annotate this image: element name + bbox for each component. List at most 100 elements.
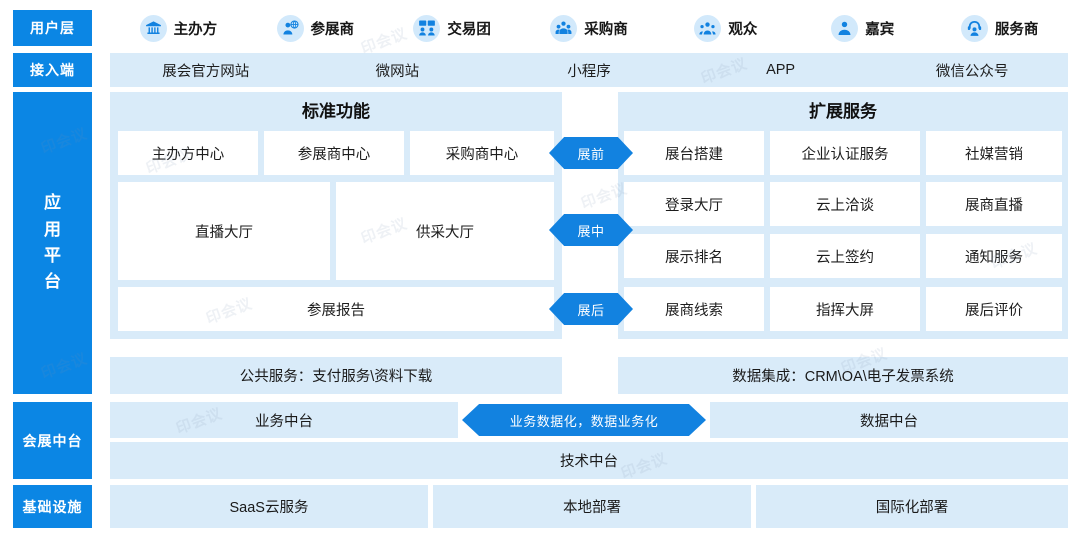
cell-booth-construction[interactable]: 展台搭建	[624, 131, 764, 175]
data-business-arrow: 业务数据化，数据业务化	[462, 404, 706, 436]
standard-functions-title: 标准功能	[110, 99, 562, 125]
layer-tag-application: 应 用 平 台	[13, 92, 92, 394]
cell-label: 社媒营销	[965, 146, 1023, 163]
cell-exhibitor-live[interactable]: 展商直播	[926, 182, 1062, 226]
public-services-strip[interactable]: 公共服务：支付服务\资料下载	[110, 357, 562, 394]
layer-tag-access-label: 接入端	[30, 62, 75, 78]
cell-label: 展商线索	[665, 302, 723, 319]
infra-international-deployment[interactable]: 国际化部署	[756, 485, 1068, 528]
cell-label: 直播大厅	[195, 224, 253, 241]
cell-cloud-negotiation[interactable]: 云上洽谈	[770, 182, 920, 226]
access-item-label: 微网站	[375, 63, 420, 80]
access-item-app[interactable]: APP	[685, 53, 877, 87]
access-item-wechat-official[interactable]: 微信公众号	[876, 53, 1068, 87]
cell-social-marketing[interactable]: 社媒营销	[926, 131, 1062, 175]
cell-post-show-evaluation[interactable]: 展后评价	[926, 287, 1062, 331]
cell-organizer-center[interactable]: 主办方中心	[118, 131, 258, 175]
business-middle-platform-label: 业务中台	[255, 413, 313, 430]
cell-command-screen[interactable]: 指挥大屏	[770, 287, 920, 331]
user-item-audience[interactable]: 观众	[657, 4, 794, 52]
cell-login-hall[interactable]: 登录大厅	[624, 182, 764, 226]
cell-live-hall[interactable]: 直播大厅	[118, 182, 330, 280]
people-group-icon	[550, 14, 578, 42]
layer-tag-middle-platform: 会展中台	[13, 402, 92, 479]
user-item-label: 采购商	[584, 21, 628, 38]
bank-icon	[139, 14, 167, 42]
cell-label: 指挥大屏	[816, 302, 874, 319]
infra-local-deployment[interactable]: 本地部署	[433, 485, 751, 528]
infra-saas-cloud[interactable]: SaaS云服务	[110, 485, 428, 528]
user-item-label: 观众	[728, 21, 758, 38]
business-middle-platform[interactable]: 业务中台	[110, 402, 458, 438]
infra-label: SaaS云服务	[229, 500, 309, 516]
user-layer-row: 主办方 参展商	[110, 4, 1068, 52]
stage-arrow-post-show: 展后	[549, 293, 633, 325]
layer-tag-user: 用户层	[13, 10, 92, 46]
panel-title-text: 扩展服务	[809, 102, 877, 121]
cell-label: 展后评价	[965, 302, 1023, 319]
person-suit-icon	[831, 14, 859, 42]
cell-label: 参展报告	[307, 302, 365, 319]
panel-title-text: 标准功能	[302, 102, 370, 121]
access-layer-strip: 展会官方网站 微网站 小程序 APP 微信公众号	[110, 53, 1068, 87]
cell-exhibitor-center[interactable]: 参展商中心	[264, 131, 404, 175]
public-services-label: 公共服务：支付服务\资料下载	[239, 369, 433, 385]
cell-label: 云上签约	[816, 249, 874, 266]
user-item-buyer[interactable]: 采购商	[521, 4, 658, 52]
user-item-label: 交易团	[447, 21, 491, 38]
cell-notification-service[interactable]: 通知服务	[926, 234, 1062, 278]
layer-tag-application-char: 平	[44, 246, 61, 265]
layer-tag-access: 接入端	[13, 53, 92, 87]
layer-tag-application-char: 应	[44, 193, 61, 213]
access-item-label: APP	[766, 62, 796, 78]
cell-label: 供采大厅	[416, 224, 474, 241]
user-item-label: 主办方	[173, 21, 218, 38]
cell-buyer-center[interactable]: 采购商中心	[410, 131, 554, 175]
user-item-label: 嘉宾	[865, 21, 895, 38]
cell-exhibition-report[interactable]: 参展报告	[118, 287, 554, 331]
user-item-label: 服务商	[994, 21, 1039, 38]
cell-display-ranking[interactable]: 展示排名	[624, 234, 764, 278]
access-item-micro-site[interactable]: 微网站	[302, 53, 494, 87]
cell-exhibitor-leads[interactable]: 展商线索	[624, 287, 764, 331]
user-item-service-provider[interactable]: 服务商	[931, 4, 1068, 52]
data-business-arrow-label: 业务数据化，数据业务化	[509, 413, 659, 429]
access-item-label: 微信公众号	[935, 63, 1009, 80]
user-item-exhibitor[interactable]: 参展商	[247, 4, 384, 52]
layer-tag-infrastructure-label: 基础设施	[22, 498, 83, 515]
tech-middle-platform[interactable]: 技术中台	[110, 442, 1068, 479]
cell-label: 登录大厅	[665, 197, 723, 214]
audience-icon	[694, 14, 722, 42]
cell-label: 展台搭建	[665, 146, 723, 163]
cell-enterprise-certification[interactable]: 企业认证服务	[770, 131, 920, 175]
stage-arrow-label: 展中	[577, 223, 605, 239]
stage-arrow-during-show: 展中	[549, 214, 633, 246]
cell-label: 展示排名	[665, 249, 723, 266]
data-middle-platform[interactable]: 数据中台	[710, 402, 1068, 438]
stage-arrow-label: 展前	[577, 146, 605, 162]
infra-label: 国际化部署	[875, 500, 949, 516]
data-middle-platform-label: 数据中台	[860, 413, 918, 430]
infra-label: 本地部署	[563, 500, 621, 516]
access-item-mini-program[interactable]: 小程序	[493, 53, 685, 87]
user-item-trade-group[interactable]: 交易团	[384, 4, 521, 52]
cell-cloud-signing[interactable]: 云上签约	[770, 234, 920, 278]
layer-tag-user-label: 用户层	[30, 20, 75, 36]
user-item-label: 参展商	[310, 21, 355, 38]
cell-supply-procurement-hall[interactable]: 供采大厅	[336, 182, 554, 280]
cell-label: 展商直播	[965, 197, 1023, 214]
cell-label: 参展商中心	[297, 146, 371, 163]
cell-label: 采购商中心	[445, 146, 519, 163]
tech-middle-platform-label: 技术中台	[560, 454, 618, 470]
user-item-guest[interactable]: 嘉宾	[794, 4, 931, 52]
stage-arrow-label: 展后	[577, 302, 605, 318]
data-integration-label: 数据集成：CRM\OA\电子发票系统	[732, 369, 954, 385]
headset-support-icon	[960, 14, 988, 42]
data-integration-strip[interactable]: 数据集成：CRM\OA\电子发票系统	[618, 357, 1068, 394]
user-item-organizer[interactable]: 主办方	[110, 4, 247, 52]
person-globe-icon	[276, 14, 304, 42]
access-item-website[interactable]: 展会官方网站	[110, 53, 302, 87]
access-item-label: 小程序	[567, 63, 611, 80]
cell-label: 主办方中心	[151, 146, 225, 163]
